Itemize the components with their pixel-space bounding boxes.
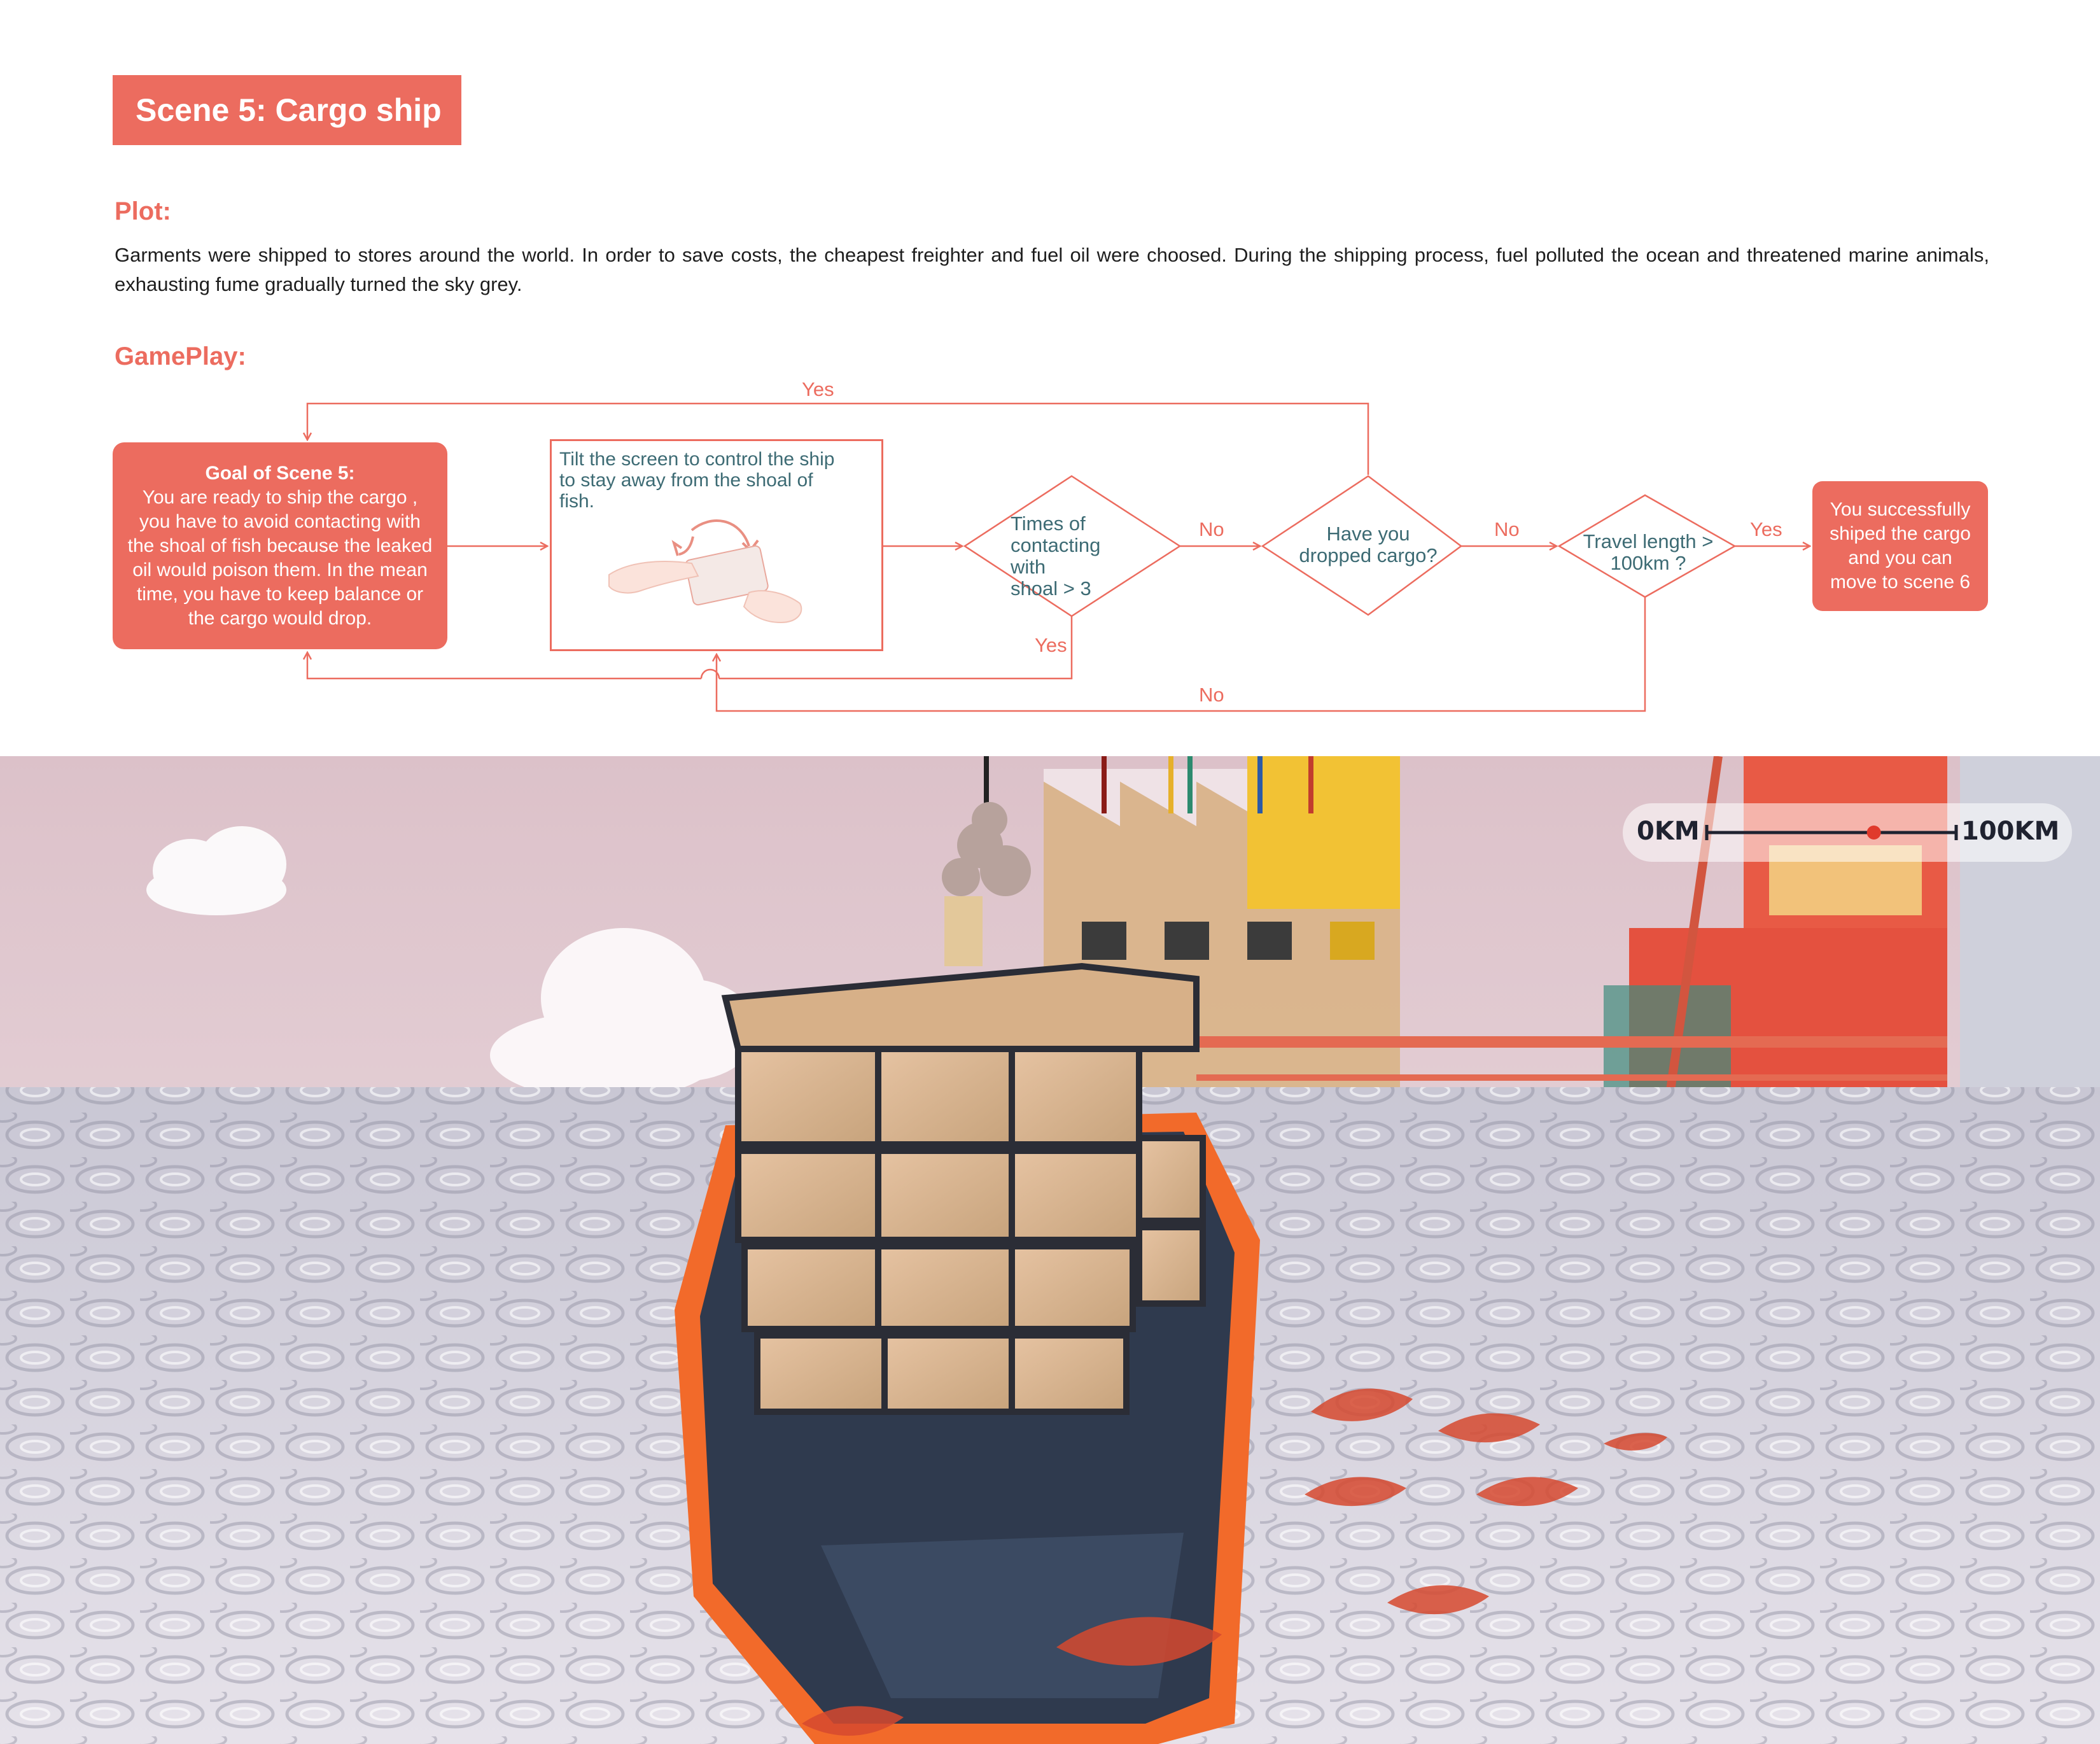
cloud-center <box>490 928 757 1100</box>
decision-line: Times of <box>1011 512 1086 535</box>
decision-line: dropped cargo? <box>1299 544 1438 566</box>
diamond-contact <box>963 475 1182 617</box>
decision-dropped-text: Have you dropped cargo? <box>1292 523 1445 566</box>
flowchart-connectors <box>0 402 2100 712</box>
decision-line: Have you <box>1326 523 1410 545</box>
edge-contact-loop-a <box>719 616 1073 680</box>
goal-line: the shoal of fish because the leaked <box>127 535 433 556</box>
decision-contact-text: Times of contacting with shoal > 3 <box>1011 513 1138 600</box>
goal-box: Goal of Scene 5: You are ready to ship t… <box>113 442 447 649</box>
end-line: shiped the cargo <box>1830 523 1971 544</box>
progress-start-label: 0KM <box>1637 817 1700 846</box>
diamond-dropped <box>1261 475 1463 616</box>
progress-end-label: 100KM <box>1961 817 2060 846</box>
goal-line: You are ready to ship the cargo , <box>142 487 418 508</box>
end-line: move to scene 6 <box>1830 572 1971 593</box>
plot-heading: Plot: <box>115 197 171 225</box>
end-line: You successfully <box>1830 499 1971 520</box>
cargo-boxes <box>721 962 1206 1415</box>
edge-travel-tilt <box>717 597 1646 712</box>
tilt-line: Tilt the screen to control the ship <box>559 449 835 470</box>
fish-shoal <box>802 1388 1667 1736</box>
label-travel-yes: Yes <box>1750 518 1782 540</box>
decision-line: contacting with <box>1011 534 1101 578</box>
label-dropped-no: No <box>1494 518 1520 540</box>
tilt-text: Tilt the screen to control the ship to s… <box>559 449 878 512</box>
goal-line: the cargo would drop. <box>188 608 372 629</box>
tilt-phone-hands-icon <box>608 519 802 624</box>
smoke-puffs <box>942 802 1031 896</box>
decision-line: 100km ? <box>1610 552 1686 574</box>
goal-line: you have to avoid contacting with <box>139 511 421 532</box>
decision-line: shoal > 3 <box>1011 577 1091 600</box>
scene-artwork <box>0 756 2100 1744</box>
decision-travel-text: Travel length > 100km ? <box>1572 531 1725 574</box>
edge-dropped-goal <box>307 402 1369 475</box>
end-line: and you can <box>1848 547 1952 568</box>
decision-line: Travel length > <box>1583 530 1714 552</box>
edge-contact-hop <box>700 668 720 679</box>
scene-title: Scene 5: Cargo ship <box>113 75 461 145</box>
label-travel-no: No <box>1199 684 1224 706</box>
label-contact-no: No <box>1199 518 1224 540</box>
edge-contact-loop-b <box>307 652 701 680</box>
game-scene-render <box>0 756 2100 1744</box>
end-box: You successfully shiped the cargo and yo… <box>1812 481 1988 611</box>
goal-line: oil would poison them. In the mean <box>132 559 428 580</box>
label-contact-yes: Yes <box>1035 634 1067 656</box>
goal-line: time, you have to keep balance or <box>136 584 424 605</box>
tilt-line: to stay away from the shoal of <box>559 470 813 491</box>
tilt-box: Tilt the screen to control the ship to s… <box>550 439 883 651</box>
tilt-line: fish. <box>559 491 595 512</box>
cloud-left <box>146 826 286 915</box>
goal-title: Goal of Scene 5: <box>205 463 355 484</box>
gameplay-heading: GamePlay: <box>115 342 246 370</box>
plot-text: Garments were shipped to stores around t… <box>115 244 1989 295</box>
diamond-travel <box>1557 494 1737 598</box>
label-top-yes: Yes <box>802 378 834 400</box>
